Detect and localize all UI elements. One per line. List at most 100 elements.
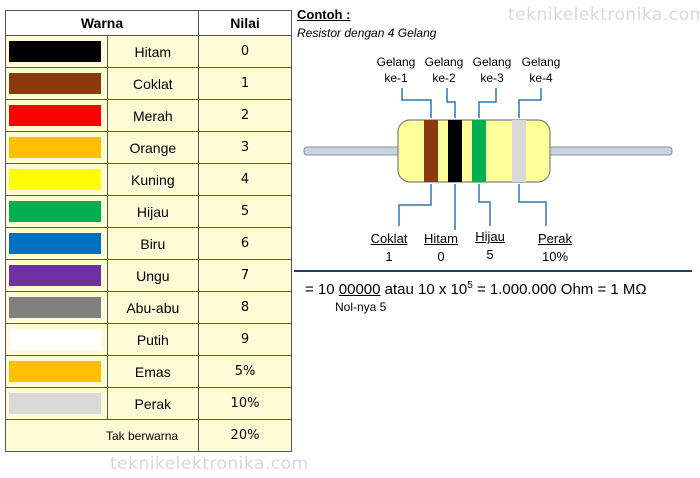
color-swatch-cell xyxy=(5,355,108,388)
watermark-top: teknikelektronika.com xyxy=(508,5,700,25)
band-label-1-line1: Gelang xyxy=(376,55,416,69)
watermark-bottom: teknikelektronika.com xyxy=(110,454,309,474)
color-value: 1 xyxy=(198,67,292,100)
band-label-1-line2: ke-1 xyxy=(384,71,408,85)
resistor-lead-right xyxy=(545,146,673,156)
header-warna: Warna xyxy=(5,10,199,36)
color-swatch-cell xyxy=(5,227,108,260)
color-swatch-cell xyxy=(5,259,108,292)
resistor-lead-left xyxy=(303,146,411,156)
color-name: Emas xyxy=(106,355,200,388)
color-swatch xyxy=(9,297,101,318)
color-value: 20% xyxy=(198,419,292,452)
color-name: Tak berwarna xyxy=(5,419,199,452)
resistor-band-2 xyxy=(448,120,462,182)
result-band-4: Perak 10% xyxy=(520,230,590,266)
color-value: 10% xyxy=(198,387,292,420)
callout-line-top-1 xyxy=(401,88,432,118)
color-swatch-cell xyxy=(5,291,108,324)
color-swatch-cell xyxy=(5,163,108,196)
color-swatch-cell xyxy=(5,195,108,228)
callout-line-top-2 xyxy=(446,88,456,118)
color-name: Merah xyxy=(106,99,200,132)
color-name: Hitam xyxy=(106,35,200,68)
band-label-3-line1: Gelang xyxy=(472,55,512,69)
color-name: Abu-abu xyxy=(106,291,200,324)
color-swatch xyxy=(9,137,101,158)
color-value: 7 xyxy=(198,259,292,292)
color-name: Perak xyxy=(106,387,200,420)
color-name: Ungu xyxy=(106,259,200,292)
color-swatch xyxy=(9,361,101,382)
equation-prefix: = 10 xyxy=(305,281,339,298)
color-swatch-cell xyxy=(5,67,108,100)
equation-zeros: 00000 xyxy=(338,281,381,298)
color-value: 8 xyxy=(198,291,292,324)
result-band-3-value: 5 xyxy=(486,247,494,262)
equation-suffix: = 1.000.000 Ohm = 1 MΩ xyxy=(472,281,647,298)
color-swatch xyxy=(9,169,101,190)
band-label-2-line1: Gelang xyxy=(424,55,464,69)
color-swatch xyxy=(9,329,101,350)
color-value: 2 xyxy=(198,99,292,132)
color-value: 9 xyxy=(198,323,292,356)
color-swatch xyxy=(9,73,101,94)
example-subtitle: Resistor dengan 4 Gelang xyxy=(297,26,437,40)
resistor-band-4 xyxy=(512,120,526,182)
header-nilai: Nilai xyxy=(198,10,292,36)
resistor-diagram xyxy=(303,88,673,230)
table-header-row: Warna Nilai xyxy=(5,10,292,36)
result-band-1: Coklat 1 xyxy=(354,230,424,266)
band-label-3-line2: ke-3 xyxy=(480,71,504,85)
band-label-4-line2: ke-4 xyxy=(529,71,553,85)
color-swatch-cell xyxy=(5,323,108,356)
band-label-4-line1: Gelang xyxy=(521,55,561,69)
result-band-3: Hijau 5 xyxy=(455,228,525,264)
zeros-note: Nol-nya 5 xyxy=(335,300,387,314)
result-band-2-value: 0 xyxy=(437,249,445,264)
color-value: 5% xyxy=(198,355,292,388)
result-band-1-name: Coklat xyxy=(370,231,408,246)
equation-exponent: 5 xyxy=(467,280,473,291)
example-title: Contoh : xyxy=(297,7,351,22)
result-band-2: Hitam 0 xyxy=(406,230,476,266)
color-swatch xyxy=(9,265,101,286)
color-name: Biru xyxy=(106,227,200,260)
band-label-2-line2: ke-2 xyxy=(432,71,456,85)
color-swatch-cell xyxy=(5,131,108,164)
result-band-1-value: 1 xyxy=(385,249,393,264)
color-swatch-cell xyxy=(5,35,108,68)
color-name: Orange xyxy=(106,131,200,164)
color-value: 6 xyxy=(198,227,292,260)
result-band-4-name: Perak xyxy=(538,231,572,246)
color-value: 0 xyxy=(198,35,292,68)
band-label-4: Gelang ke-4 xyxy=(511,54,571,86)
band-label-3: Gelang ke-3 xyxy=(462,54,522,86)
color-name: Putih xyxy=(106,323,200,356)
band-label-2: Gelang ke-2 xyxy=(414,54,474,86)
callout-line-top-4 xyxy=(518,88,542,118)
resistance-equation: = 10 00000 atau 10 x 105 = 1.000.000 Ohm… xyxy=(305,280,647,298)
callout-line-bottom-1 xyxy=(398,184,432,226)
color-name: Hijau xyxy=(106,195,200,228)
color-swatch xyxy=(9,41,101,62)
callout-line-bottom-3 xyxy=(478,184,491,226)
color-swatch-cell xyxy=(5,387,108,420)
color-value: 5 xyxy=(198,195,292,228)
resistor-band-1 xyxy=(424,120,438,182)
equation-mid: atau 10 x 10 xyxy=(380,281,468,298)
color-swatch xyxy=(9,201,101,222)
color-name: Coklat xyxy=(106,67,200,100)
callout-line-bottom-4 xyxy=(518,184,547,226)
color-value: 4 xyxy=(198,163,292,196)
